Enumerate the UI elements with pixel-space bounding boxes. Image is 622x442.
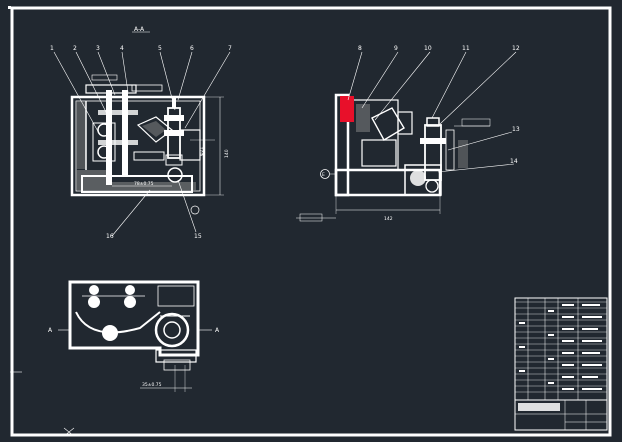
front-leaders bbox=[53, 51, 231, 237]
callout-5: 5 bbox=[158, 45, 162, 52]
callout-14: 14 bbox=[510, 158, 518, 165]
callout-13: 13 bbox=[512, 126, 520, 133]
side-view bbox=[296, 93, 491, 222]
datum-circle-front bbox=[190, 205, 200, 215]
dim-front-bottom: 78±0.75 bbox=[134, 181, 154, 187]
section-title: A-A bbox=[134, 26, 145, 33]
callout-9: 9 bbox=[394, 45, 398, 52]
callout-6: 6 bbox=[190, 45, 194, 52]
datum-circle-side bbox=[320, 169, 330, 179]
parts-list-table bbox=[514, 297, 608, 431]
callout-10: 10 bbox=[424, 45, 432, 52]
callout-2: 2 bbox=[73, 45, 77, 52]
view-marker-right: A bbox=[215, 327, 220, 334]
callout-3: 3 bbox=[96, 45, 100, 52]
callout-15: 15 bbox=[194, 233, 202, 240]
dim-front-height: 140 bbox=[224, 149, 230, 158]
callout-12: 12 bbox=[512, 45, 520, 52]
callout-7: 7 bbox=[228, 45, 232, 52]
datum-label: E bbox=[322, 172, 325, 178]
callout-11: 11 bbox=[462, 45, 470, 52]
dim-bottom-view: 35±0.75 bbox=[142, 382, 162, 388]
callout-16: 16 bbox=[106, 233, 114, 240]
side-leaders bbox=[347, 51, 517, 173]
front-section-view bbox=[70, 74, 224, 197]
plan-view bbox=[58, 280, 212, 392]
section-highlight bbox=[340, 96, 354, 122]
callout-1: 1 bbox=[50, 45, 54, 52]
dim-side-length: 142 bbox=[384, 216, 393, 222]
dim-front-small: Φ21 bbox=[199, 147, 205, 156]
callout-8: 8 bbox=[358, 45, 362, 52]
callout-4: 4 bbox=[120, 45, 124, 52]
sheet-frame bbox=[8, 6, 612, 437]
view-marker-left: A bbox=[48, 327, 53, 334]
